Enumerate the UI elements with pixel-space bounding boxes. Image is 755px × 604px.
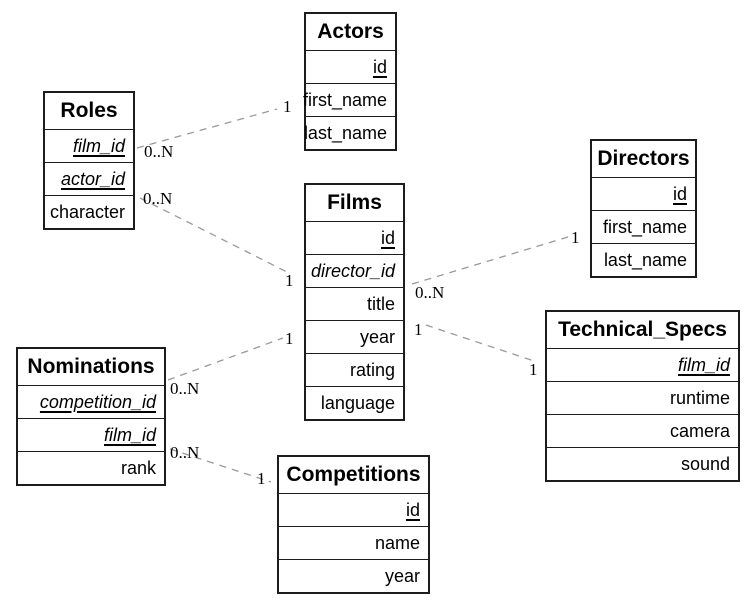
field-name: title (366, 293, 395, 314)
cardinality-label: 0..N (415, 283, 445, 302)
field-row-runtime: runtime (547, 381, 738, 414)
cardinality-label: 1 (414, 320, 423, 339)
cardinality-label: 0..N (170, 443, 200, 462)
entity-title: Nominations (27, 355, 155, 378)
entity-header-films: Films (306, 185, 403, 221)
field-name: film_id (103, 424, 156, 445)
field-row-title: title (306, 287, 403, 320)
field-row-actor_id: actor_id (45, 162, 133, 195)
entity-title: Competitions (286, 463, 421, 486)
entity-header-technical_specs: Technical_Specs (547, 312, 738, 348)
field-row-first_name: first_name (303, 83, 395, 116)
field-name: film_id (677, 354, 730, 375)
field-row-year: year (306, 320, 403, 353)
entity-directors: Directors id first_name last_name (590, 139, 697, 278)
entity-header-actors: Actors (306, 14, 395, 50)
relationship-line-films-directors (411, 236, 569, 285)
cardinality-label: 1 (285, 329, 294, 348)
field-name: id (405, 499, 420, 520)
field-row-character: character (45, 195, 133, 228)
entity-title: Films (327, 191, 382, 214)
field-name: sound (680, 453, 730, 474)
cardinality-label: 0..N (170, 379, 200, 398)
cardinality-label: 1 (571, 228, 580, 247)
field-row-last_name: last_name (303, 116, 395, 149)
field-name: runtime (669, 387, 730, 408)
entity-title: Roles (60, 99, 118, 122)
field-row-camera: camera (547, 414, 738, 447)
field-name: film_id (72, 135, 125, 156)
field-name: year (359, 326, 395, 347)
field-name: actor_id (60, 168, 125, 189)
field-row-film_id: film_id (45, 129, 133, 162)
entity-title: Technical_Specs (558, 318, 727, 341)
cardinality-label: 1 (257, 469, 266, 488)
field-name: rank (120, 457, 156, 478)
field-name: name (374, 532, 420, 553)
field-name: competition_id (39, 391, 156, 412)
field-row-name: name (279, 526, 428, 559)
cardinality-label: 1 (285, 271, 294, 290)
field-name: first_name (302, 89, 387, 110)
field-name: year (384, 565, 420, 586)
field-name: id (372, 56, 387, 77)
entity-header-roles: Roles (45, 93, 133, 129)
field-name: last_name (303, 122, 387, 143)
entity-competitions: Competitions id name year (277, 455, 430, 594)
relationship-line-nominations-films (167, 337, 284, 381)
field-row-competition_id: competition_id (18, 385, 164, 418)
field-row-rank: rank (18, 451, 164, 484)
cardinality-label: 1 (283, 97, 292, 116)
entity-header-directors: Directors (592, 141, 695, 177)
field-row-year: year (279, 559, 428, 592)
field-row-film_id: film_id (547, 348, 738, 381)
field-row-id: id (306, 221, 403, 254)
field-name: id (380, 227, 395, 248)
relationship-line-films-technical_specs (425, 324, 538, 363)
entity-header-nominations: Nominations (18, 349, 164, 385)
field-row-language: language (306, 386, 403, 419)
field-name: language (320, 392, 395, 413)
relationship-line-roles-films (139, 197, 288, 273)
field-name: rating (349, 359, 395, 380)
field-row-last_name: last_name (592, 243, 695, 276)
field-row-id: id (306, 50, 395, 83)
field-name: id (672, 183, 687, 204)
entity-header-competitions: Competitions (279, 457, 428, 493)
field-row-sound: sound (547, 447, 738, 480)
field-row-id: id (279, 493, 428, 526)
cardinality-label: 0..N (144, 142, 174, 161)
field-row-rating: rating (306, 353, 403, 386)
field-row-director_id: director_id (306, 254, 403, 287)
field-row-first_name: first_name (592, 210, 695, 243)
field-name: camera (669, 420, 730, 441)
cardinality-label: 0..N (143, 189, 173, 208)
field-name: character (49, 201, 125, 222)
field-name: director_id (310, 260, 395, 281)
field-row-film_id: film_id (18, 418, 164, 451)
field-name: first_name (602, 216, 687, 237)
cardinality-label: 1 (529, 360, 538, 379)
entity-title: Actors (317, 20, 384, 43)
field-name: last_name (603, 249, 687, 270)
entity-title: Directors (597, 147, 690, 170)
field-row-id: id (592, 177, 695, 210)
entity-actors: Actors id first_name last_name (303, 12, 397, 151)
entity-roles: Roles film_id actor_id character (43, 91, 135, 230)
